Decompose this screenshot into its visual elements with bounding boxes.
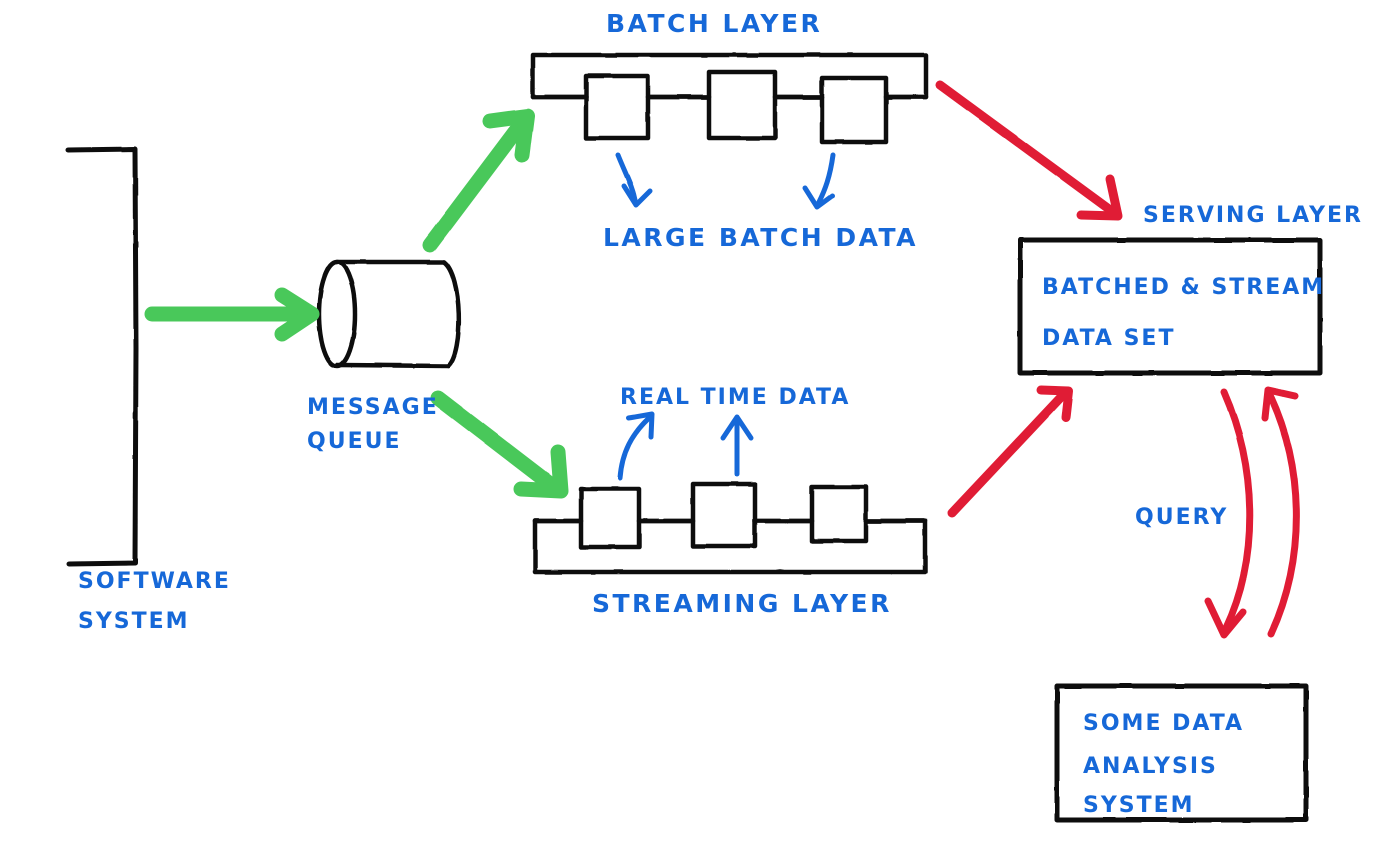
arrow-queue-to-streaming xyxy=(430,390,569,499)
arrow-batch-data-left xyxy=(615,152,653,208)
green-arrows-group xyxy=(144,108,569,499)
arrow-software-to-queue xyxy=(144,287,320,342)
batch-block-2 xyxy=(706,69,778,141)
label-message-queue-line2: QUEUE xyxy=(307,429,402,454)
label-large-batch-data: LARGE BATCH DATA xyxy=(603,223,918,252)
software-system-bracket xyxy=(65,146,139,567)
serving-layer-box xyxy=(1017,237,1323,376)
message-queue-cylinder xyxy=(316,259,462,369)
arrow-batch-to-serving xyxy=(935,80,1123,221)
batch-block-3 xyxy=(819,75,889,145)
label-serving-box-line2: DATA SET xyxy=(1042,326,1175,351)
arrow-stream-data-right xyxy=(720,414,754,477)
blue-callout-arrows-group xyxy=(615,152,836,481)
streaming-layer-shape xyxy=(532,481,928,575)
arrow-stream-data-left xyxy=(617,411,655,481)
streaming-block-3 xyxy=(809,484,869,544)
label-streaming-layer: STREAMING LAYER xyxy=(592,589,892,618)
streaming-block-2 xyxy=(690,481,758,549)
label-analysis-line2: ANALYSIS xyxy=(1083,754,1218,779)
arrow-serving-to-analysis-query xyxy=(1204,388,1254,639)
diagram-text-labels: BATCH LAYER LARGE BATCH DATA MESSAGE QUE… xyxy=(78,9,1363,818)
red-arrows-group xyxy=(935,80,1300,639)
arrow-streaming-to-serving xyxy=(947,385,1074,518)
label-message-queue-line1: MESSAGE xyxy=(307,395,439,420)
label-query: QUERY xyxy=(1135,505,1228,530)
label-analysis-line3: SYSTEM xyxy=(1083,793,1195,818)
arrow-queue-to-batch xyxy=(422,108,535,253)
label-software-system-line1: SOFTWARE xyxy=(78,569,231,594)
analysis-system-box xyxy=(1054,683,1309,823)
label-software-system-line2: SYSTEM xyxy=(78,609,190,634)
label-batch-layer: BATCH LAYER xyxy=(606,9,822,38)
label-serving-box-line1: BATCHED & STREAM xyxy=(1042,275,1325,300)
label-analysis-line1: SOME DATA xyxy=(1083,711,1244,736)
label-real-time-data: REAL TIME DATA xyxy=(620,385,850,410)
streaming-block-1 xyxy=(578,486,642,550)
arrow-analysis-to-serving-query xyxy=(1261,386,1300,638)
batch-block-1 xyxy=(583,73,651,141)
batch-layer-shape xyxy=(530,52,929,145)
arrow-batch-data-right xyxy=(802,152,836,210)
label-serving-layer: SERVING LAYER xyxy=(1143,203,1363,228)
